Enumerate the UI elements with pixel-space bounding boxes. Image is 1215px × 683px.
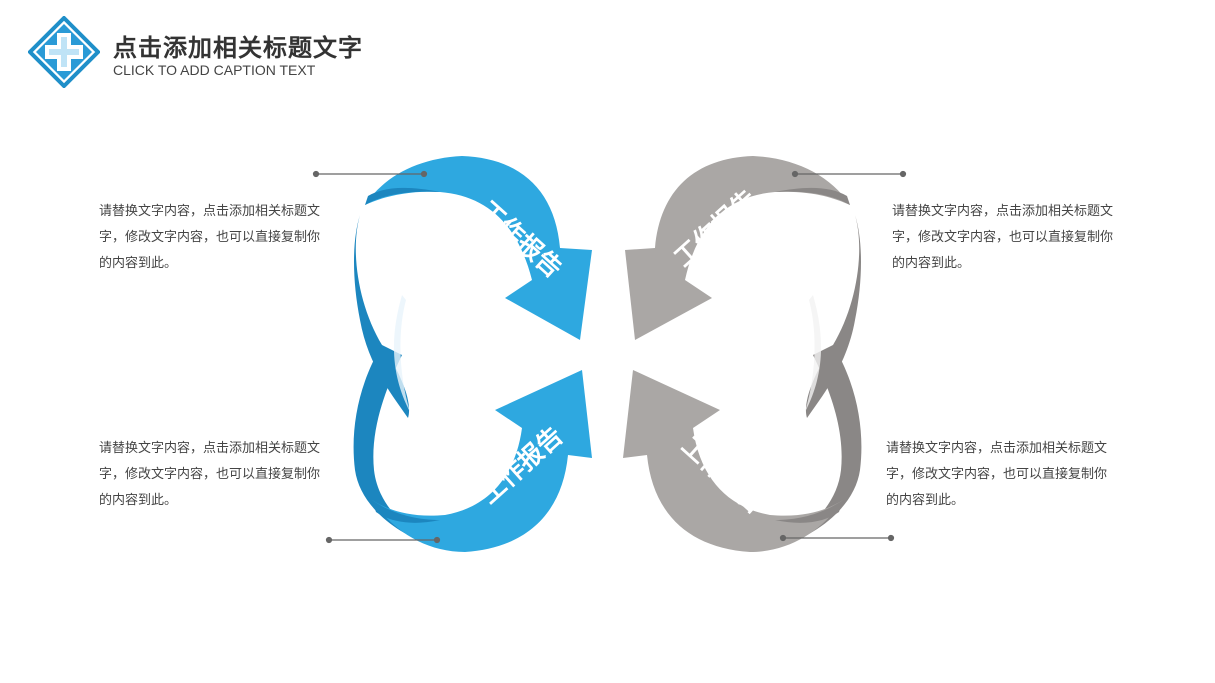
description-bottom-left: 请替换文字内容，点击添加相关标题文字，修改文字内容，也可以直接复制你的内容到此。 [99,441,321,508]
arrow-top-left [365,156,592,340]
arrow-top-right [625,156,850,340]
arrow-bottom-right [623,370,843,552]
blue-ribbon-highlight [393,295,410,412]
left-arrow-group: 工作报告 工作报告 [353,156,592,552]
leader-line-top-left [312,170,428,178]
gray-ribbon-back-lower [775,345,862,548]
description-bottom-right: 请替换文字内容，点击添加相关标题文字，修改文字内容，也可以直接复制你的内容到此。 [886,441,1108,508]
page-title: 点击添加相关标题文字 [113,34,363,62]
arrow-bottom-left [372,370,592,552]
leader-line-top-right [791,170,907,178]
page-subtitle: CLICK TO ADD CAPTION TEXT [113,62,316,78]
medical-cross-icon [28,16,100,88]
description-top-right: 请替换文字内容，点击添加相关标题文字，修改文字内容，也可以直接复制你的内容到此。 [892,204,1114,271]
leader-line-bottom-right [779,534,895,542]
right-arrow-group: 工作报告 工作报告 [623,156,862,552]
gray-ribbon-highlight [805,295,822,412]
blue-ribbon-back-lower [353,345,440,548]
leader-line-bottom-left [325,536,441,544]
description-top-left: 请替换文字内容，点击添加相关标题文字，修改文字内容，也可以直接复制你的内容到此。 [99,204,321,271]
